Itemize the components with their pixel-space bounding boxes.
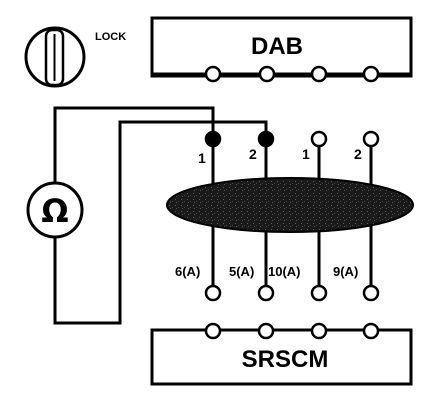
srscm-terminal-3 [310,322,328,340]
open-pin-4 [362,130,380,148]
dab-connector: DAB [150,16,413,78]
bottom-pins [204,284,380,302]
terminal-label-2: 5(A) [229,264,254,279]
srscm-connector: SRSCM [150,328,413,386]
probe-pin-2 [257,130,275,148]
srscm-connector-label: SRSCM [242,346,329,373]
dab-terminal-2 [258,65,276,83]
wire-harness-icon [166,177,414,233]
terminal-label-3: 10(A) [268,264,301,279]
terminal-label-1: 6(A) [175,264,200,279]
probe-pin-1 [204,130,222,148]
meter-lead-2 [53,120,268,325]
pin-label-2: 2 [249,146,257,162]
ignition-key-icon [24,26,86,88]
probe-point-3 [310,284,328,302]
open-pin-3 [310,130,328,148]
bottom-terminal-labels: 6(A) 5(A) 10(A) 9(A) [175,264,358,279]
top-pin-labels: 1 2 1 2 [198,146,362,166]
top-pins [204,130,380,148]
pin-label-1: 1 [198,150,206,166]
pin-label-4: 2 [354,146,362,162]
srscm-terminal-1 [204,322,222,340]
probe-point-1 [204,284,222,302]
srscm-terminal-2 [257,322,275,340]
srscm-terminal-4 [362,322,380,340]
dab-terminal-3 [310,65,328,83]
dab-connector-label: DAB [251,33,303,60]
dab-terminal-1 [204,65,222,83]
probe-point-2 [257,284,275,302]
dab-terminal-4 [362,65,380,83]
terminal-label-4: 9(A) [333,264,358,279]
probe-point-4 [362,284,380,302]
ohm-symbol: Ω [41,192,68,230]
dab-terminals [204,65,380,83]
srscm-terminals [204,322,380,340]
lock-label: LOCK [95,31,126,43]
meter-lead-1 [53,106,215,184]
ohmmeter-icon: Ω [26,181,84,239]
pin-label-3: 1 [302,146,310,162]
meter-leads [53,106,268,325]
